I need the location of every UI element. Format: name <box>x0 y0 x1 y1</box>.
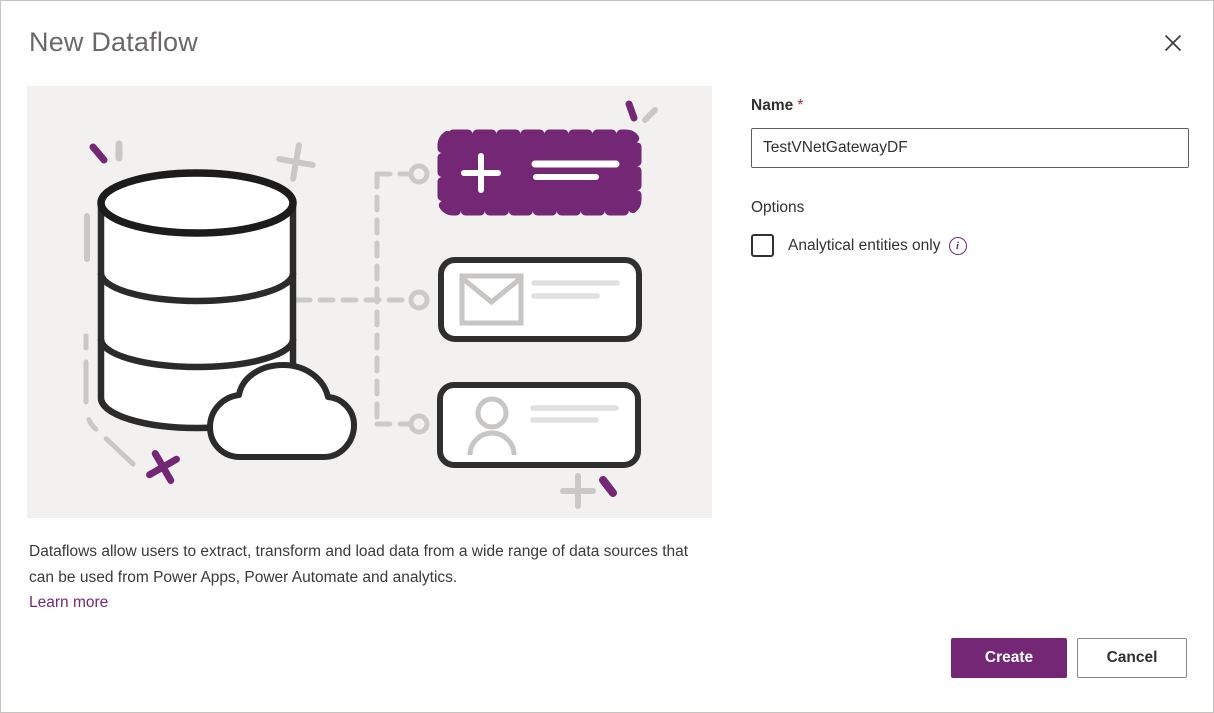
analytical-entities-checkbox[interactable] <box>751 234 774 257</box>
name-field-label: Name* <box>751 97 804 114</box>
analytical-entities-option: Analytical entities only i <box>751 234 967 257</box>
name-input[interactable] <box>751 128 1189 168</box>
required-marker: * <box>797 97 804 114</box>
dialog-description: Dataflows allow users to extract, transf… <box>29 539 713 616</box>
person-record-card <box>437 382 641 468</box>
connector-lines <box>294 171 413 427</box>
create-button[interactable]: Create <box>951 638 1067 678</box>
learn-more-link[interactable]: Learn more <box>29 594 109 611</box>
dialog-footer: Create Cancel <box>951 638 1187 678</box>
analytical-entities-label: Analytical entities only <box>788 236 941 254</box>
decoration-marks <box>83 100 658 509</box>
close-icon[interactable] <box>1161 31 1185 55</box>
cancel-button[interactable]: Cancel <box>1077 638 1187 678</box>
dataflow-illustration <box>27 86 712 518</box>
description-text: Dataflows allow users to extract, transf… <box>29 543 689 586</box>
info-icon[interactable]: i <box>948 236 967 255</box>
page-title: New Dataflow <box>29 27 198 57</box>
cloud-icon <box>207 362 357 460</box>
envelope-icon <box>459 273 524 326</box>
email-record-card <box>438 257 642 342</box>
person-icon <box>467 396 517 456</box>
plus-icon <box>461 153 501 193</box>
options-label: Options <box>751 199 805 216</box>
new-record-card <box>437 129 642 216</box>
connector-nodes <box>408 163 430 435</box>
